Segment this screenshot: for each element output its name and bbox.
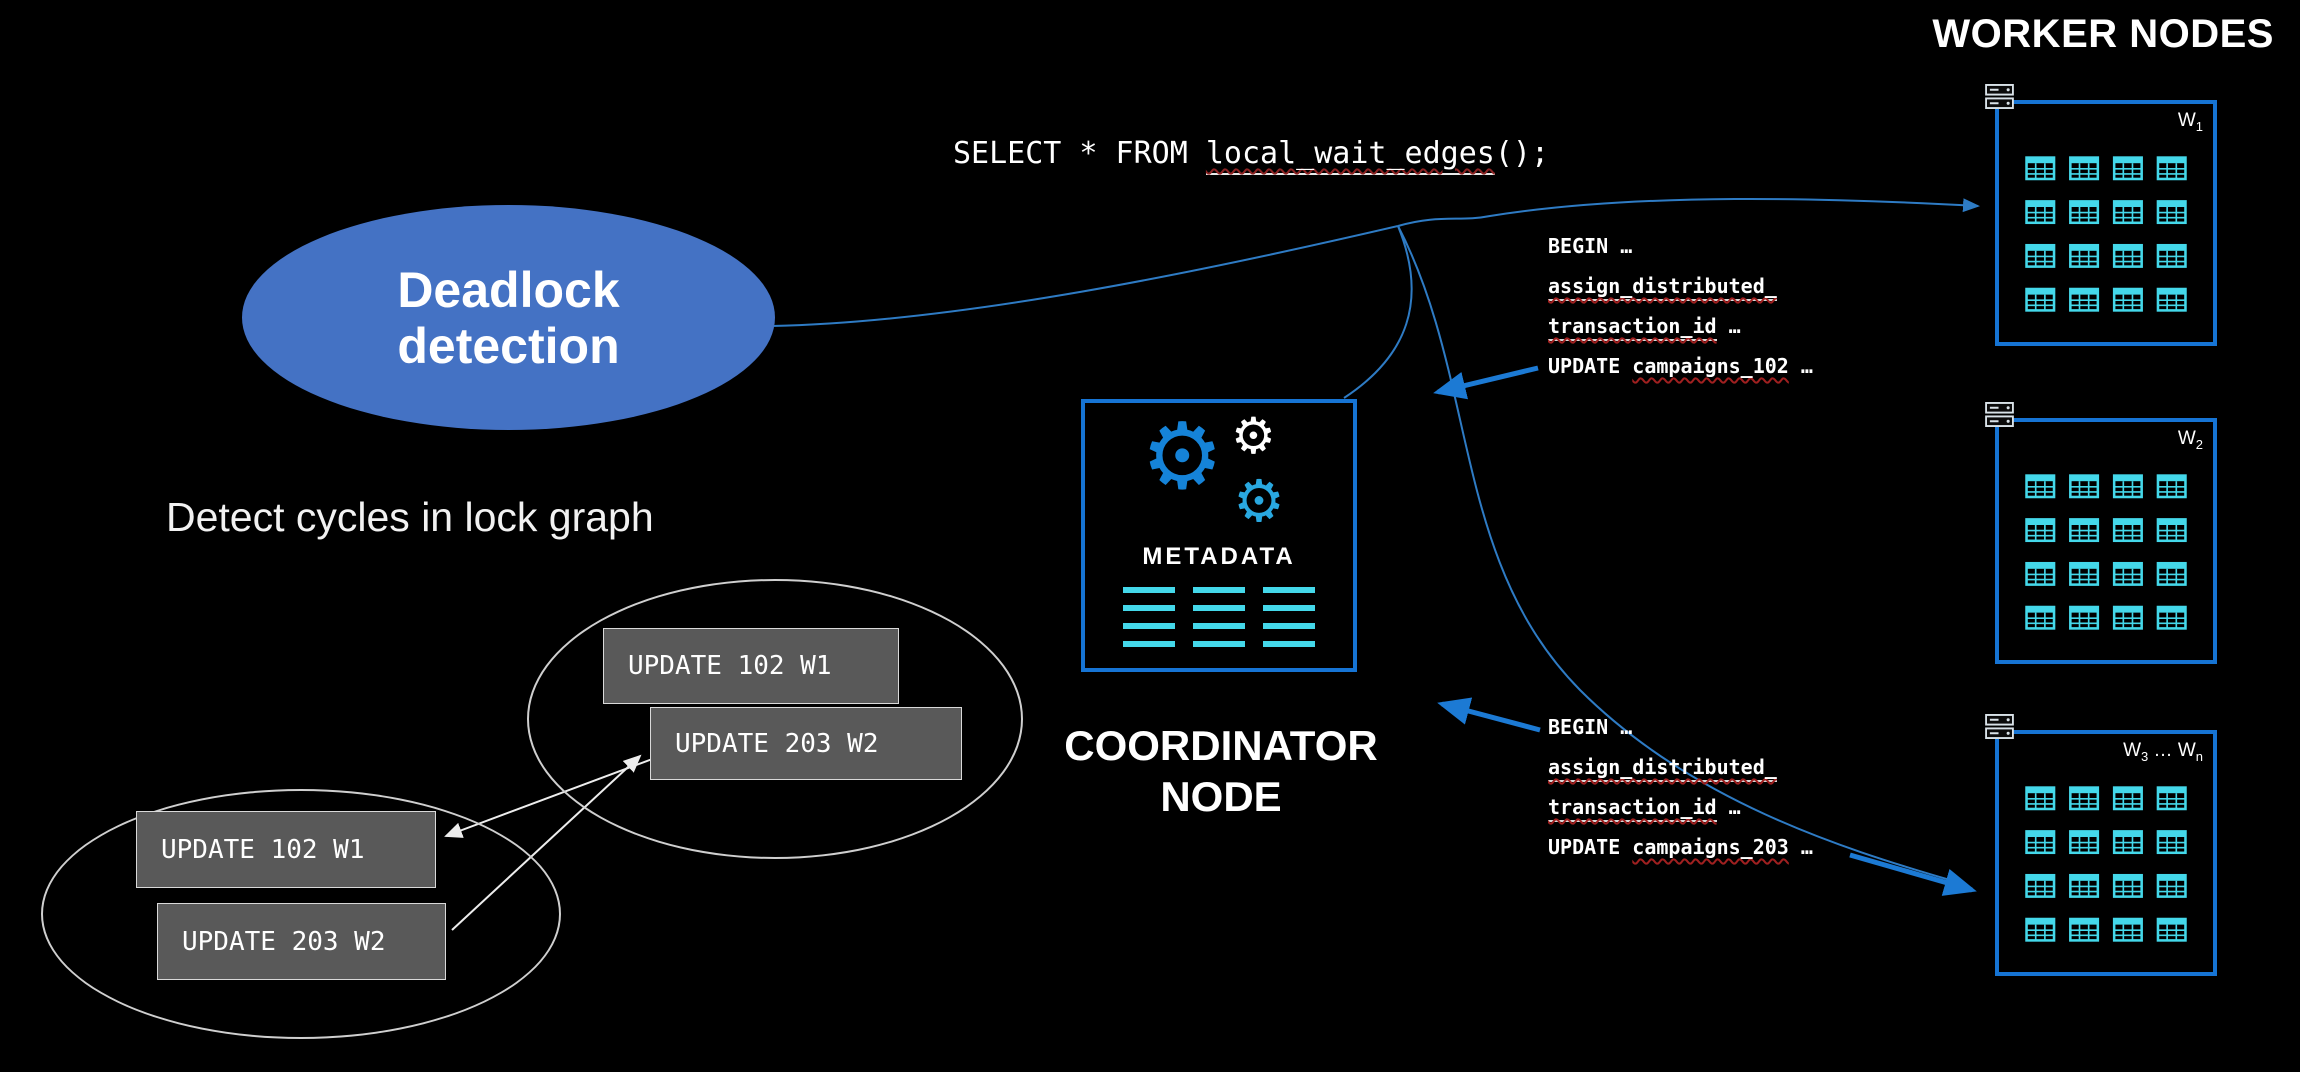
lock-box-update-203-w2-bottom: UPDATE 203 W2 xyxy=(157,903,446,980)
lock-cluster-bottom xyxy=(41,789,561,1039)
tx1-assign-distributed: assign_distributed_ xyxy=(1548,274,1777,301)
coordinator-node-box: ⚙ ⚙ ⚙ METADATA xyxy=(1081,399,1357,672)
worker-3-label: W3 … Wn xyxy=(2123,740,2203,764)
worker-node-3: W3 … Wn xyxy=(1995,730,2217,976)
worker-2-label: W2 xyxy=(2177,428,2203,452)
deadlock-detection-ellipse: Deadlock detection xyxy=(242,205,775,430)
tx2-transaction-id-line: transaction_id … xyxy=(1548,787,1813,827)
tx1-update-line: UPDATE campaigns_102 … xyxy=(1548,354,1813,378)
coordinator-node-label: COORDINATOR NODE xyxy=(1039,720,1403,822)
transaction-block-2: BEGIN … assign_distributed_ transaction_… xyxy=(1548,707,1813,867)
select-query-text: SELECT * FROM local_wait_edges(); xyxy=(953,136,1550,175)
query-prefix: SELECT * FROM xyxy=(953,136,1206,171)
metadata-label: METADATA xyxy=(1142,543,1296,570)
arrow-into-worker3 xyxy=(1849,852,1977,896)
query-suffix: (); xyxy=(1494,136,1550,171)
tx1-transaction-id: transaction_id xyxy=(1548,314,1717,341)
worker-nodes-heading: WORKER NODES xyxy=(1932,12,2274,56)
tx1-campaigns-table: campaigns_102 xyxy=(1632,354,1789,378)
query-function-name: local_wait_edges xyxy=(1205,136,1495,175)
line-ellipse-to-fork xyxy=(771,225,1399,327)
tx2-update-line: UPDATE campaigns_203 … xyxy=(1548,835,1813,859)
gear-large-icon: ⚙ xyxy=(1141,406,1224,508)
worker-node-2: W2 xyxy=(1995,418,2217,664)
shard-table-icons xyxy=(2025,156,2187,312)
tx1-begin: BEGIN … xyxy=(1548,234,1633,258)
metadata-rows-icon xyxy=(1085,587,1353,647)
deadlock-line2: detection xyxy=(397,317,620,374)
line-fork-to-coordinator xyxy=(1343,225,1413,399)
server-icon xyxy=(1985,714,2014,739)
coordinator-label-line1: COORDINATOR xyxy=(1064,722,1378,769)
detect-cycles-caption: Detect cycles in lock graph xyxy=(166,494,654,540)
tx2-begin: BEGIN … xyxy=(1548,715,1633,739)
shard-table-icons xyxy=(2025,474,2187,630)
tx2-assign-distributed: assign_distributed_ xyxy=(1548,755,1777,782)
gear-small-icon: ⚙ xyxy=(1233,469,1285,534)
lock-box-update-203-w2-top: UPDATE 203 W2 xyxy=(650,707,962,780)
gear-white-icon: ⚙ xyxy=(1231,408,1276,464)
gears-icon: ⚙ ⚙ ⚙ xyxy=(1085,411,1353,549)
tx1-transaction-id-line: transaction_id … xyxy=(1548,306,1813,346)
lock-cluster-top xyxy=(527,579,1023,859)
tx2-campaigns-table: campaigns_203 xyxy=(1632,835,1789,859)
worker-node-1: W1 xyxy=(1995,100,2217,346)
arrow-tx1-to-coordinator xyxy=(1433,365,1539,400)
tx1-assign-line: assign_distributed_ xyxy=(1548,266,1813,306)
server-icon xyxy=(1985,402,2014,427)
lock-box-update-102-w1-top: UPDATE 102 W1 xyxy=(603,628,899,704)
transaction-block-1: BEGIN … assign_distributed_ transaction_… xyxy=(1548,226,1813,386)
worker-1-label: W1 xyxy=(2177,110,2203,134)
lock-box-update-102-w1-bottom: UPDATE 102 W1 xyxy=(136,811,436,888)
tx2-assign-line: assign_distributed_ xyxy=(1548,747,1813,787)
coordinator-label-line2: NODE xyxy=(1160,773,1282,821)
tx2-transaction-id: transaction_id xyxy=(1548,795,1717,822)
server-icon xyxy=(1985,84,2014,109)
shard-table-icons xyxy=(2025,786,2187,942)
line-fork-to-worker1 xyxy=(1397,197,1980,227)
deadlock-line1: Deadlock xyxy=(397,261,620,318)
arrow-tx2-to-coordinator xyxy=(1437,697,1541,733)
